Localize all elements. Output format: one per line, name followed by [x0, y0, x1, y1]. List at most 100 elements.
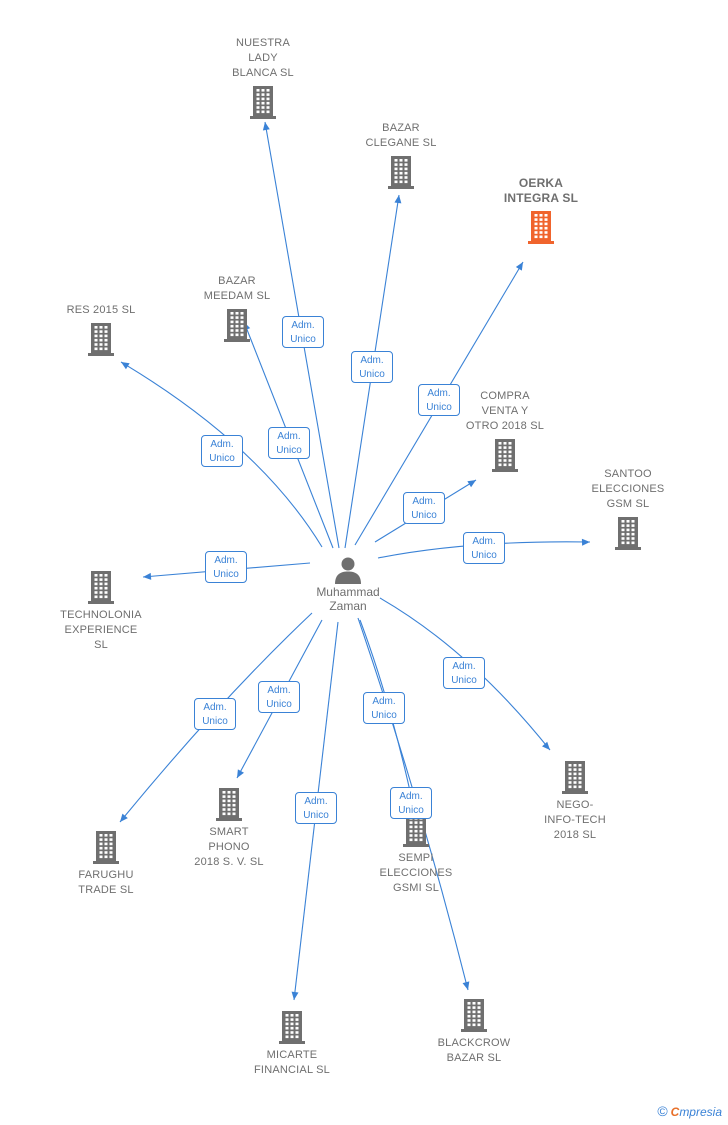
relation-label-line1: Adm. — [277, 431, 301, 442]
building-icon — [615, 517, 641, 550]
company-name: FARUGHU TRADE SL — [46, 868, 166, 898]
arrow-santoo-elecciones — [581, 538, 590, 546]
arrow-compra-venta — [467, 480, 476, 488]
relation-label-oerka-integra[interactable]: Adm.Unico — [418, 384, 460, 416]
relation-label-line1: Adm. — [214, 555, 238, 566]
building-icon — [88, 571, 114, 604]
company-name-line: NEGO- — [556, 799, 594, 811]
arrow-res-2015 — [121, 362, 130, 370]
building-icon — [528, 211, 554, 244]
relation-label-line2: Unico — [471, 550, 497, 561]
company-name: SMART PHONO 2018 S. V. SL — [169, 825, 289, 870]
relation-label-sempi-elecciones[interactable]: Adm. Unico — [363, 692, 405, 724]
company-name: BAZAR MEEDAM SL — [177, 274, 297, 304]
relation-label-line2: Unico — [426, 402, 452, 413]
relation-label-line2: Unico — [411, 510, 437, 521]
person-icon — [335, 557, 361, 584]
relation-label-smart-phono[interactable]: Adm.Unico — [258, 681, 300, 713]
building-icon — [562, 761, 588, 794]
company-name-line: ELECCIONES — [379, 867, 453, 879]
relation-label-line2: Unico — [202, 716, 228, 727]
company-name-line: 2018 SL — [553, 829, 597, 841]
company-name-line: GSM SL — [606, 498, 650, 510]
company-node-smart-phono[interactable]: SMART PHONO 2018 S. V. SL — [169, 787, 289, 870]
company-name-line: SANTOO — [604, 468, 652, 480]
company-node-bazar-meedam[interactable]: BAZAR MEEDAM SL — [177, 274, 297, 342]
relation-label-bazar-clegane[interactable]: Adm.Unico — [351, 351, 393, 383]
building-icon — [388, 156, 414, 189]
company-name-line: SL — [94, 639, 108, 651]
building-icon — [93, 831, 119, 864]
company-node-compra-venta[interactable]: COMPRA VENTA Y OTRO 2018 SL — [445, 389, 565, 472]
relation-label-micarte-financial[interactable]: Adm. Unico — [295, 792, 337, 824]
company-name-line: SEMPI — [398, 852, 434, 864]
company-name-line: COMPRA — [480, 390, 530, 402]
company-name-line: 2018 S. V. SL — [194, 856, 264, 868]
company-node-bazar-clegane[interactable]: BAZAR CLEGANE SL — [341, 121, 461, 189]
company-name-line: TRADE SL — [78, 884, 134, 896]
company-name-line: PHONO — [208, 841, 250, 853]
company-name-line: SMART — [209, 826, 249, 838]
company-name-line: BLACKCROW — [437, 1037, 511, 1049]
company-name-line: MEEDAM SL — [203, 290, 271, 302]
relation-label-line2: Unico — [209, 453, 235, 464]
building-icon — [492, 439, 518, 472]
building-icon — [461, 999, 487, 1032]
company-name-line: TECHNOLONIA — [60, 609, 142, 621]
arrow-nuestra-lady-blanca — [262, 122, 270, 131]
company-node-faruqhu-trade[interactable]: FARUGHU TRADE SL — [46, 830, 166, 898]
relation-label-line1: Adm. — [452, 661, 476, 672]
arrow-smart-phono — [237, 769, 244, 778]
company-name-line: BAZAR — [218, 275, 256, 287]
company-node-res-2015[interactable]: RES 2015 SL — [41, 303, 161, 356]
company-name-line: MICARTE — [266, 1049, 318, 1061]
relation-label-line1: Adm. — [372, 696, 396, 707]
arrow-technolonia — [143, 572, 152, 580]
relation-label-res-2015[interactable]: Adm.Unico — [201, 435, 243, 467]
relation-label-bazar-meedam[interactable]: Adm.Unico — [268, 427, 310, 459]
company-name-line: EXPERIENCE — [64, 624, 138, 636]
company-name-line: VENTA Y — [481, 405, 529, 417]
person-name-line2: Zaman — [329, 599, 367, 613]
company-name-line: OERKA — [518, 176, 564, 190]
company-name-line: BAZAR — [382, 122, 420, 134]
relation-label-line2: Unico — [303, 810, 329, 821]
relation-label-line1: Adm. — [304, 796, 328, 807]
relation-label-line1: Adm. — [203, 702, 227, 713]
person-node[interactable]: Muhammad Zaman — [298, 555, 398, 613]
company-name: BAZAR CLEGANE SL — [341, 121, 461, 151]
relation-label-line1: Adm. — [472, 536, 496, 547]
relation-label-line1: Adm. — [267, 685, 291, 696]
building-icon — [216, 788, 242, 821]
arrow-blackcrow-bazar — [462, 981, 470, 990]
company-name-line: RES 2015 SL — [66, 304, 136, 316]
relation-label-line1: Adm. — [399, 791, 423, 802]
relation-label-blackcrow-bazar[interactable]: Adm.Unico — [390, 787, 432, 819]
company-name-line: OTRO 2018 SL — [465, 420, 545, 432]
arrow-oerka-integra — [515, 262, 523, 271]
company-name: RES 2015 SL — [41, 303, 161, 318]
relation-label-line2: Unico — [213, 569, 239, 580]
relation-label-compra-venta[interactable]: Adm.Unico — [403, 492, 445, 524]
company-name: TECHNOLONIA EXPERIENCE SL — [41, 608, 161, 653]
relation-label-nuestra-lady-blanca[interactable]: Adm.Unico — [282, 316, 324, 348]
relation-label-faruqhu-trade[interactable]: Adm. Unico — [194, 698, 236, 730]
relation-label-nego-info-tech[interactable]: Adm.Unico — [443, 657, 485, 689]
relation-label-technolonia[interactable]: Adm. Unico — [205, 551, 247, 583]
company-name-line: FARUGHU — [78, 869, 134, 881]
relation-label-santoo-elecciones[interactable]: Adm. Unico — [463, 532, 505, 564]
relation-label-line2: Unico — [371, 710, 397, 721]
company-node-technolonia[interactable]: TECHNOLONIA EXPERIENCE SL — [41, 570, 161, 653]
company-name-line: INTEGRA SL — [503, 191, 579, 205]
company-name-line: CLEGANE SL — [365, 137, 437, 149]
